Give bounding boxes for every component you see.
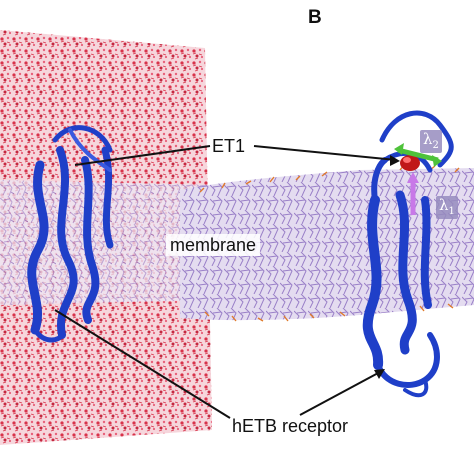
panel-label: B [308,7,322,28]
lambda1-arrow [407,172,419,215]
receptor-ribbon-b [362,110,454,398]
lambda2-arrow [394,143,442,167]
leader-lines [54,145,400,419]
membrane-label: membrane [166,234,261,256]
lambda2-label: λ2 [420,130,442,153]
et1-ligand [400,155,420,171]
receptor-label: hETB receptor [232,416,349,436]
et1-label: ET1 [212,136,246,156]
lambda1-label: λ1 [436,196,458,219]
receptor-ribbon-a [27,125,114,343]
